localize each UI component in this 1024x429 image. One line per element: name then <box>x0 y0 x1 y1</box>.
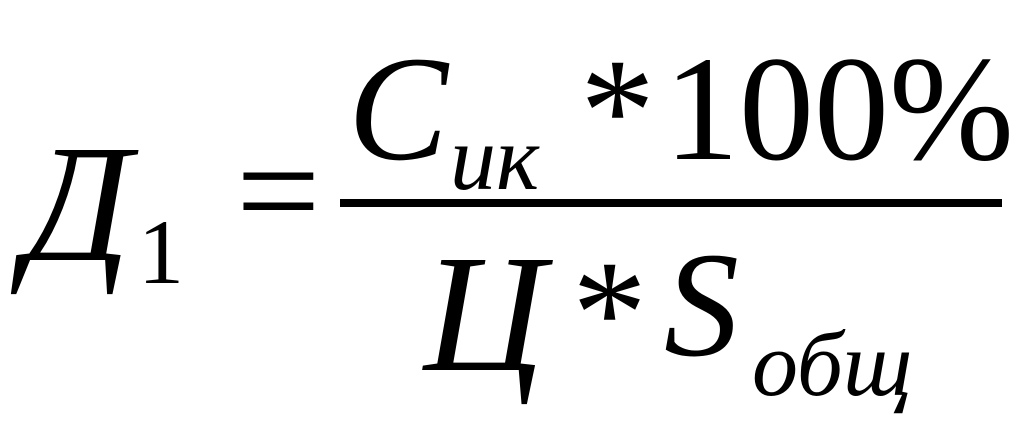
denominator-symbol: Ц <box>424 221 546 407</box>
numerator-subscript: ик <box>450 107 540 209</box>
equals-sign: = <box>236 108 321 274</box>
lhs-subscript: 1 <box>138 201 184 303</box>
denominator-variable: S <box>664 222 739 388</box>
numerator-constant: 100% <box>664 26 1014 192</box>
lhs-symbol: Д <box>24 111 131 297</box>
numerator-symbol: С <box>348 26 449 192</box>
numerator-operator: * <box>580 28 655 194</box>
denominator-subscript: общ <box>752 313 913 415</box>
denominator-operator: * <box>572 230 647 396</box>
fraction-bar <box>340 199 1002 207</box>
